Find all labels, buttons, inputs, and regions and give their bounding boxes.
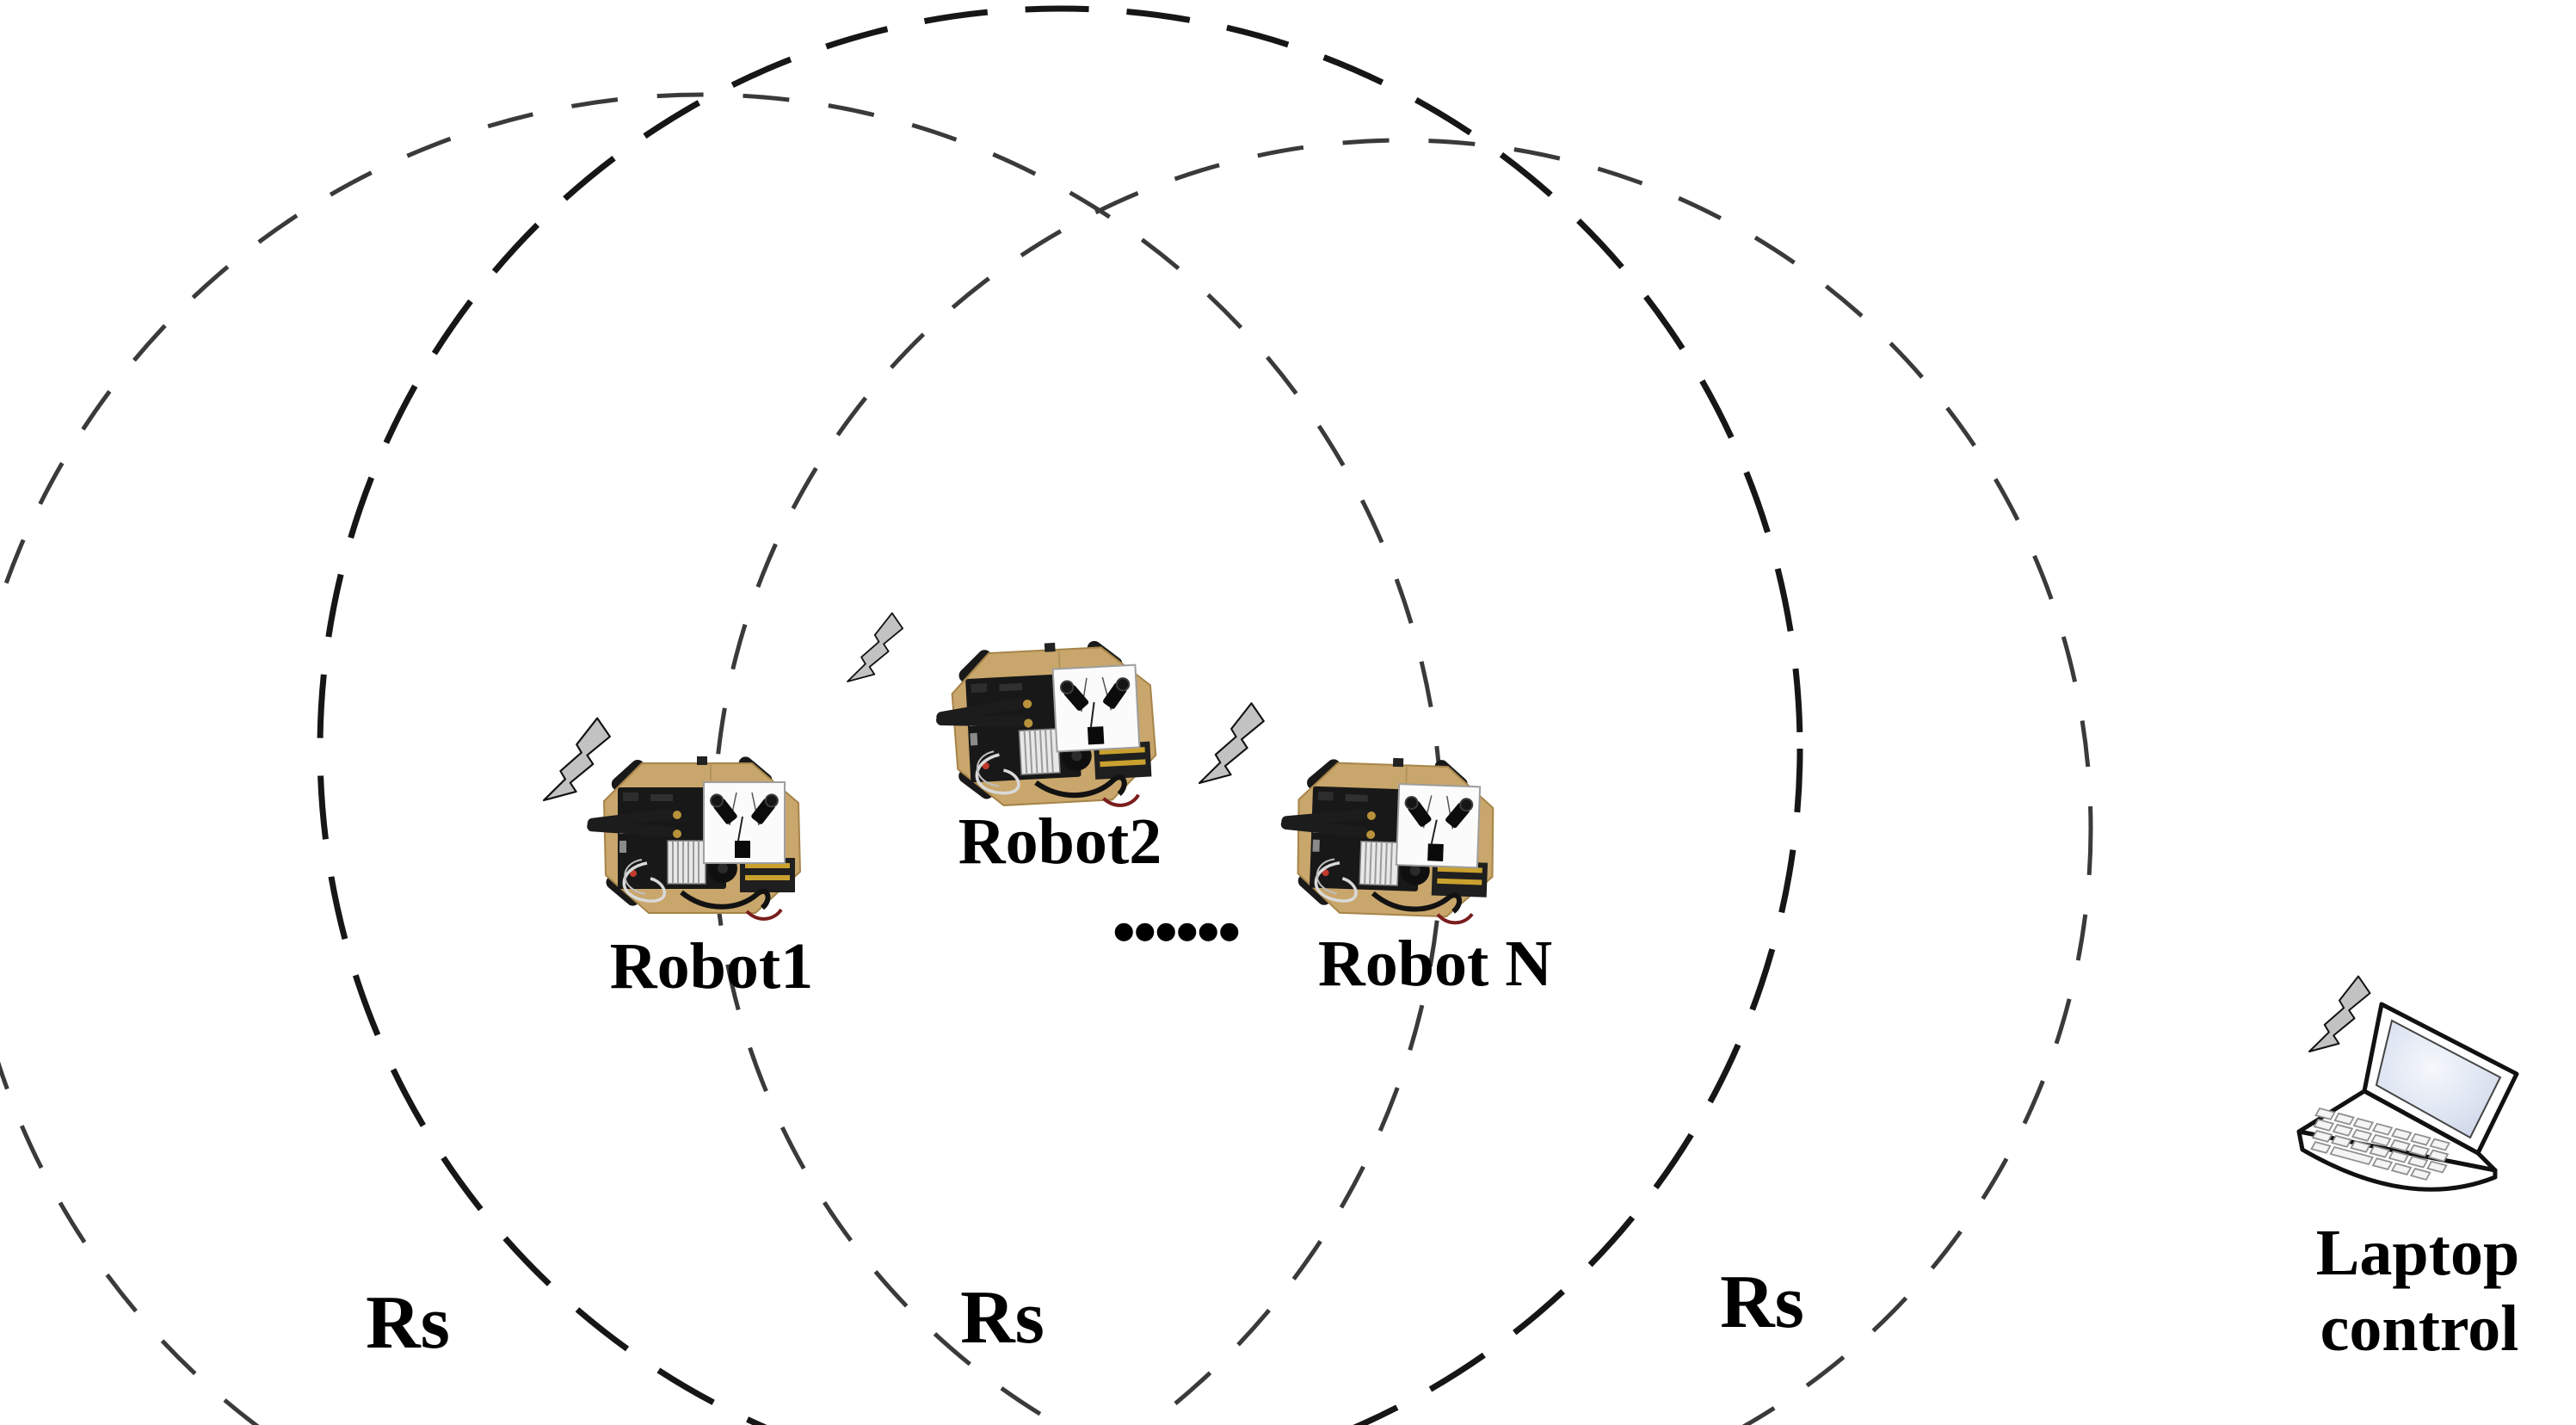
- robotN-label: Robot N: [1318, 928, 1552, 1000]
- laptop-control-label-line2: control: [2320, 1292, 2519, 1365]
- ellipsis-label: ......: [1110, 841, 1239, 965]
- rs-label-2: Rs: [960, 1276, 1045, 1360]
- rs-label-3: Rs: [1720, 1261, 1804, 1344]
- rs-label-1: Rs: [366, 1281, 450, 1365]
- range-circle-robot2: [317, 5, 1803, 1425]
- laptop-keyboard: [2310, 1107, 2451, 1181]
- robot2-label: Robot2: [958, 805, 1162, 878]
- robot1-photo: [587, 754, 800, 919]
- laptop-control-label-line1: Laptop: [2316, 1217, 2520, 1289]
- laptop-icon: [2296, 1002, 2519, 1192]
- laptop-screen: [2375, 1019, 2502, 1139]
- robot1-label: Robot1: [610, 930, 813, 1002]
